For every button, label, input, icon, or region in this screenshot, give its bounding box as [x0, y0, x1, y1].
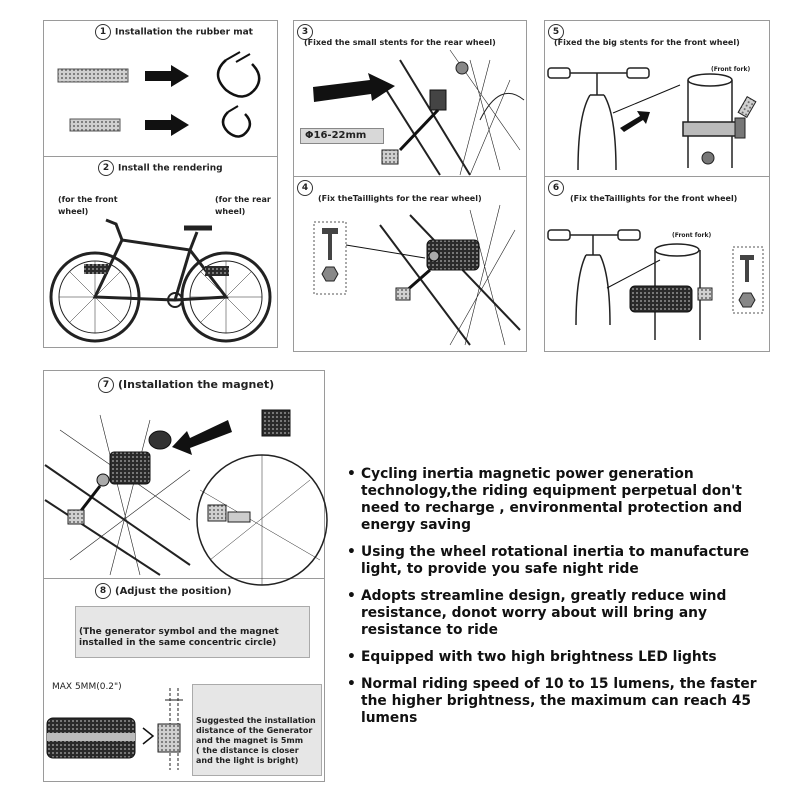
- bullet-icon: •: [347, 649, 356, 665]
- screw-icon: [740, 255, 754, 260]
- front-light-box: [84, 264, 108, 274]
- taillight-mounted: [109, 451, 151, 485]
- concentric-note: (The generator symbol and the magnet ins…: [79, 627, 279, 648]
- clamp-small-icon: [221, 111, 252, 138]
- step1-title: Installation the rubber mat: [115, 27, 253, 38]
- feature-list: • Cycling inertia magnetic power generati…: [347, 466, 777, 737]
- divider-1-2: [43, 156, 278, 157]
- arrow-icon: [620, 111, 650, 132]
- step2-title: Install the rendering: [118, 163, 223, 174]
- feature-item: • Adopts streamline design, greatly reduc…: [347, 588, 777, 639]
- step8-number: 8: [95, 583, 111, 599]
- step2-heading: 2 Install the rendering: [98, 160, 223, 176]
- bolt-icon: [737, 96, 757, 118]
- hex-nut-icon: [738, 292, 756, 308]
- bolt-icon: [381, 149, 399, 165]
- taillight-front: [629, 285, 693, 313]
- rubber-mat-long: [57, 68, 129, 83]
- bullet-icon: •: [347, 676, 356, 692]
- magnet-holder-icon: [261, 409, 291, 437]
- large-arrow-icon: [172, 420, 232, 455]
- step4-heading: 4: [297, 180, 317, 196]
- dimension-label-box: Φ16-22mm: [300, 128, 384, 144]
- feature-text: Cycling inertia magnetic power generatio…: [361, 466, 743, 533]
- nut-icon: [455, 61, 469, 75]
- front-fork-tube: [682, 73, 746, 168]
- step5-heading: 5: [548, 24, 568, 40]
- taillight-rear: [426, 239, 480, 271]
- rear-fork-tube-7: [44, 464, 191, 576]
- step8-title: (Adjust the position): [115, 586, 232, 597]
- max-distance-label: MAX 5MM(0.2"): [52, 682, 122, 692]
- feature-item: • Equipped with two high brightness LED l…: [347, 649, 777, 666]
- step2-number: 2: [98, 160, 114, 176]
- front-fork-label-5: (Front fork): [711, 66, 751, 73]
- bullet-icon: •: [347, 588, 356, 604]
- step5-title: (Fixed the big stents for the front whee…: [554, 38, 740, 47]
- front-wheel-label: (for the front wheel): [58, 195, 118, 216]
- rear-wheel-label: (for the rear wheel): [215, 195, 271, 216]
- bullet-icon: •: [347, 466, 356, 482]
- divider-5-6: [544, 176, 770, 177]
- divider-7-8: [43, 578, 325, 579]
- step6-number: 6: [548, 180, 564, 196]
- magnet-cylinder: [157, 723, 181, 753]
- feature-text: Using the wheel rotational inertia to ma…: [361, 544, 750, 577]
- dimension-label: Φ16-22mm: [305, 130, 367, 141]
- feature-item: • Using the wheel rotational inertia to m…: [347, 544, 777, 578]
- step4-title: (Fix theTaillights for the rear wheel): [318, 194, 482, 203]
- suggest-note: Suggested the installation distance of t…: [196, 716, 316, 765]
- step3-number: 3: [297, 24, 313, 40]
- gap-indicator: [142, 727, 155, 745]
- rubber-mat-short: [69, 118, 121, 132]
- step3-heading: 3: [297, 24, 317, 40]
- suggest-note-box: [192, 684, 322, 776]
- handlebar-illustration: [547, 67, 650, 171]
- step6-heading: 6: [548, 180, 568, 196]
- nut-icon: [701, 151, 715, 165]
- step4-number: 4: [297, 180, 313, 196]
- feature-text: Equipped with two high brightness LED li…: [361, 649, 717, 665]
- magnet-icon: [148, 430, 172, 450]
- step7-title: (Installation the magnet): [118, 378, 275, 391]
- feature-item: • Cycling inertia magnetic power generati…: [347, 466, 777, 534]
- arrow-icon: [145, 65, 189, 87]
- concentric-note-box: [75, 606, 310, 658]
- step5-number: 5: [548, 24, 564, 40]
- bullet-icon: •: [347, 544, 356, 560]
- rear-light-box: [205, 266, 229, 276]
- screw-icon: [322, 228, 338, 234]
- feature-item: • Normal riding speed of 10 to 15 lumens,…: [347, 676, 777, 727]
- rear-frame-tube: [379, 59, 471, 176]
- step8-heading: 8 (Adjust the position): [95, 583, 232, 599]
- divider-3-4: [293, 176, 527, 177]
- hex-nut-icon: [321, 266, 339, 282]
- hardware-box: [313, 221, 347, 295]
- step1-number: 1: [95, 24, 111, 40]
- arrow-icon: [145, 114, 189, 136]
- step7-number: 7: [98, 377, 114, 393]
- clamp-large-icon: [216, 59, 261, 98]
- step3-title: (Fixed the small stents for the rear whe…: [304, 38, 496, 47]
- feature-text: Adopts streamline design, greatly reduce…: [361, 588, 727, 638]
- step1-heading: 1 Installation the rubber mat: [95, 24, 253, 40]
- step7-heading: 7 (Installation the magnet): [98, 377, 274, 393]
- front-fork-label-6: (Front fork): [672, 232, 712, 239]
- feature-text: Normal riding speed of 10 to 15 lumens, …: [361, 676, 757, 726]
- large-arrow-icon: [313, 73, 395, 102]
- step6-title: (Fix theTaillights for the front wheel): [570, 194, 738, 203]
